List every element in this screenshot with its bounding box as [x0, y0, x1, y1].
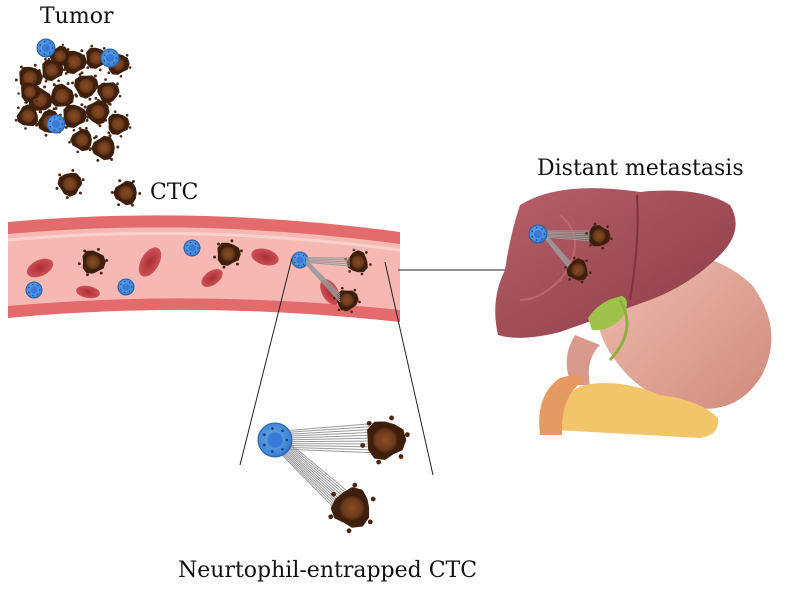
neutrophil: [46, 114, 66, 134]
net-strands: [305, 259, 341, 303]
red-blood-cell: [251, 248, 279, 266]
gallbladder-shape: [588, 296, 627, 331]
neutrophil-entrapped-ctc-label: Neurtophil-entrapped CTC: [178, 558, 478, 583]
tumor-cell: [77, 247, 109, 277]
tumor-cell: [46, 82, 78, 110]
blood-vessel: [7, 215, 401, 322]
tumor-cell: [68, 126, 96, 154]
tumor-cell: [17, 80, 43, 104]
neutrophil: [36, 38, 56, 58]
tumor-cell: [88, 134, 120, 162]
vessel-cells: [25, 239, 372, 314]
tumor-cell: [55, 169, 85, 199]
neutrophil: [257, 422, 293, 458]
zoom-lines: [239, 257, 523, 476]
neutrophil: [291, 251, 309, 269]
neutrophil: [117, 278, 135, 296]
red-blood-cell: [201, 269, 223, 287]
tumor-cell: [360, 415, 410, 465]
tumor-cell: [333, 286, 361, 314]
net-strands: [281, 422, 381, 454]
neutrophil: [100, 48, 120, 68]
liver-metastasis-cells: [528, 222, 613, 284]
distant-metastasis-label: Distant metastasis: [537, 156, 744, 181]
net-strands: [544, 230, 593, 242]
liver-shape: [495, 188, 736, 338]
tumor-cell: [344, 248, 372, 276]
tumor-cell: [328, 482, 376, 534]
pancreas-shape: [555, 382, 719, 438]
zoom-detail: [257, 415, 410, 534]
red-blood-cell: [26, 258, 54, 278]
red-blood-cell: [76, 285, 100, 299]
tumor-cell: [71, 71, 101, 101]
ctc-cells: [55, 169, 142, 207]
tumor-cell: [213, 239, 243, 269]
tumor-cell: [38, 57, 66, 83]
net-strands: [305, 257, 351, 267]
tumor-cell: [110, 179, 142, 207]
tumor-cell: [104, 110, 132, 138]
organs: [495, 188, 772, 438]
red-blood-cell: [138, 247, 162, 277]
tumor-cluster: [14, 38, 132, 162]
neutrophil: [183, 239, 201, 257]
ctc-label: CTC: [150, 180, 199, 205]
tumor-label: Tumor: [40, 4, 114, 29]
tumor-cell: [83, 96, 113, 128]
neutrophil: [528, 224, 548, 244]
tumor-cell: [94, 78, 122, 106]
tumor-cell: [585, 222, 613, 250]
neutrophil: [25, 281, 43, 299]
net-strands: [544, 233, 573, 273]
tumor-cell: [564, 256, 592, 284]
tumor-cell: [58, 102, 90, 130]
